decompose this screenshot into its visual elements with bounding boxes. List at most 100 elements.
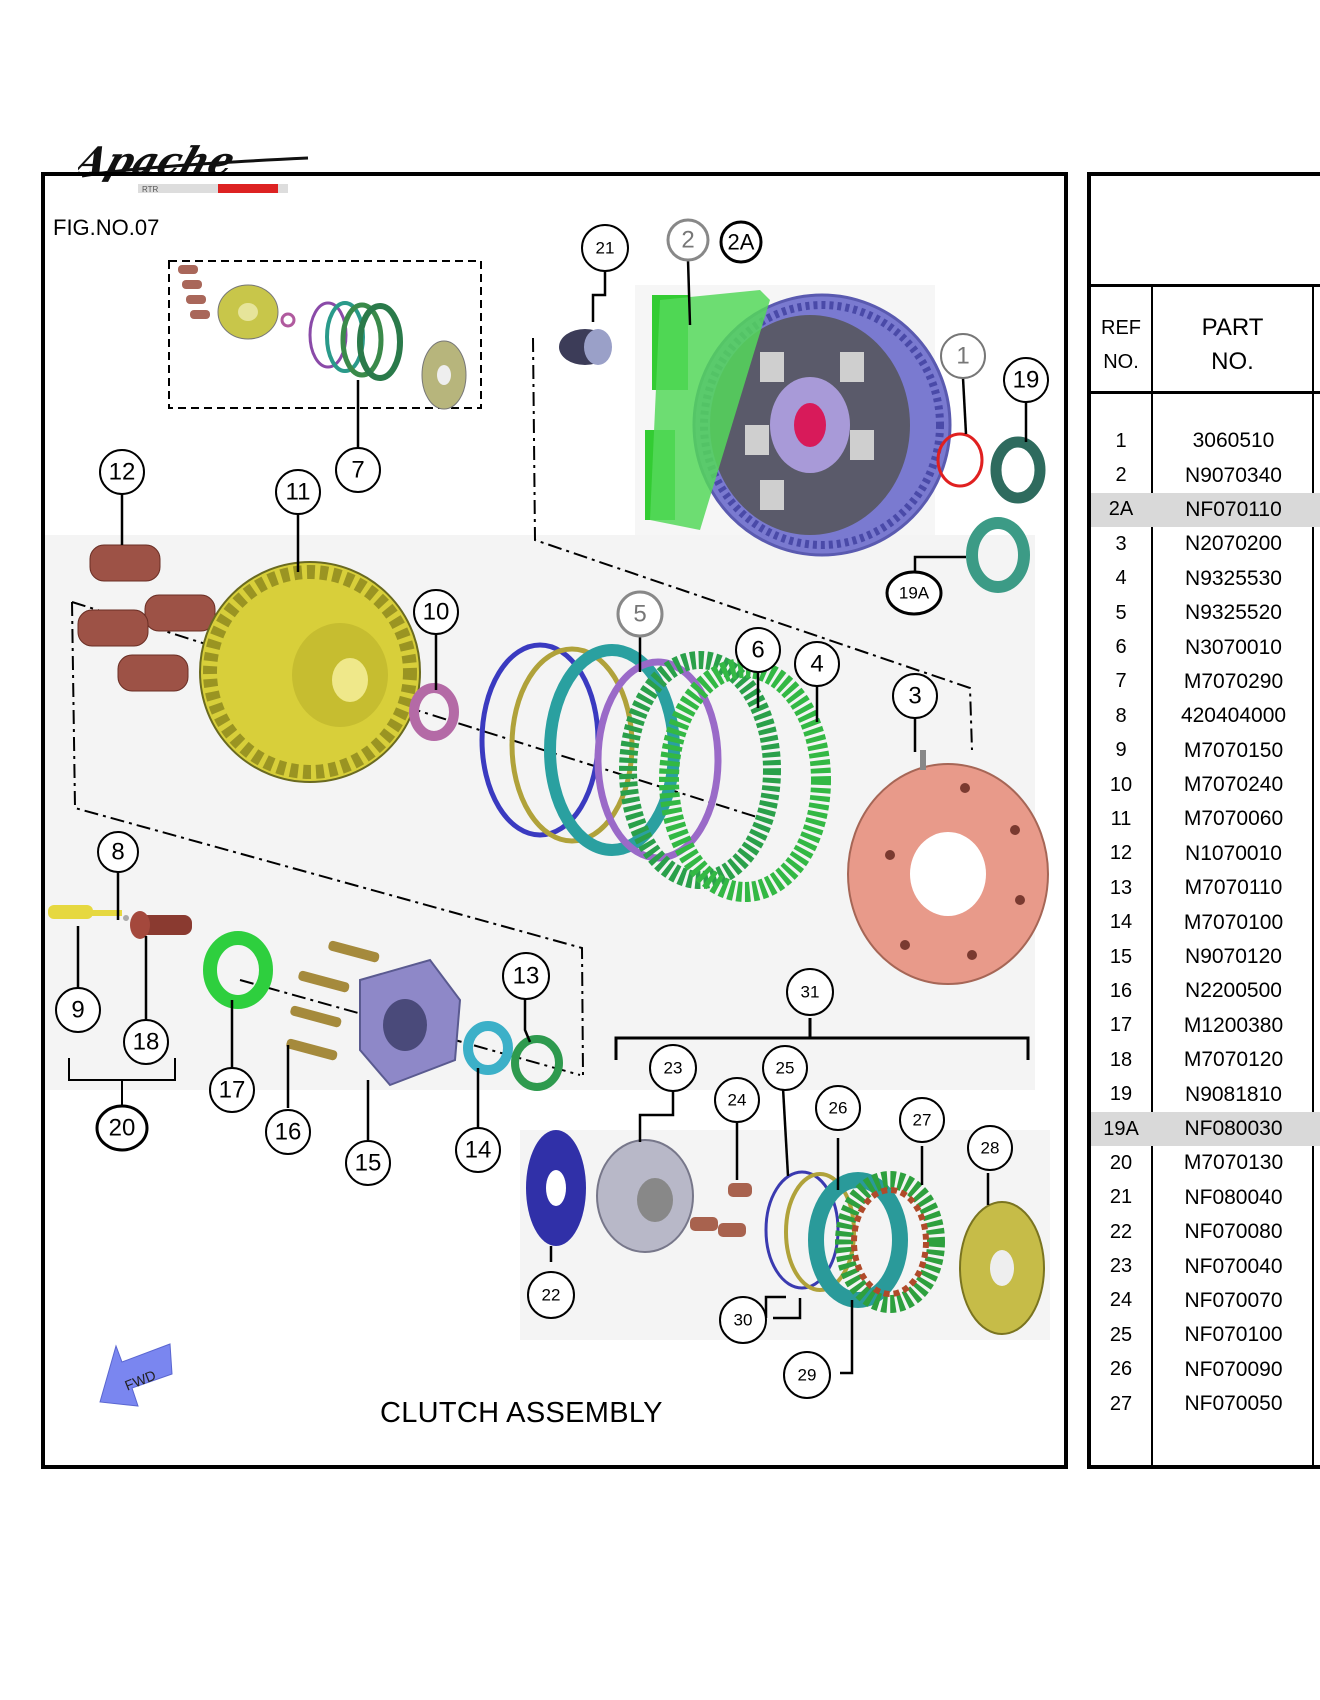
callout-13: 13 bbox=[513, 963, 540, 990]
callout-4: 4 bbox=[810, 651, 823, 678]
ref-no-cell: 18 bbox=[1109, 1048, 1133, 1071]
svg-text:Apache: Apache bbox=[78, 139, 241, 184]
part-no-cell: NF070070 bbox=[1184, 1288, 1283, 1312]
part-26-ring bbox=[784, 1172, 856, 1292]
part-no-cell: M7070100 bbox=[1183, 910, 1284, 934]
callout-20: 20 bbox=[109, 1115, 136, 1142]
part-no-cell: NF070100 bbox=[1184, 1323, 1283, 1347]
callout-12: 12 bbox=[109, 459, 136, 486]
part-no-cell: M7070130 bbox=[1183, 1151, 1284, 1175]
callout-28: 28 bbox=[981, 1139, 1000, 1158]
part-no-cell: NF070080 bbox=[1184, 1220, 1283, 1244]
table-row: 22 NF070080 bbox=[1091, 1215, 1320, 1249]
ref-no-cell: 9 bbox=[1115, 739, 1127, 762]
part-22-plate bbox=[526, 1130, 586, 1246]
part-no-cell: M7070120 bbox=[1183, 1048, 1284, 1072]
callout-18: 18 bbox=[133, 1029, 160, 1056]
callout-16: 16 bbox=[275, 1119, 302, 1146]
ref-no-cell: 20 bbox=[1109, 1151, 1133, 1174]
ref-no-cell: 2 bbox=[1115, 464, 1127, 487]
ref-no-cell: 6 bbox=[1115, 636, 1127, 659]
part-10-washer bbox=[409, 683, 459, 741]
table-row: 20 M7070130 bbox=[1091, 1146, 1320, 1180]
part-16-bolts bbox=[286, 940, 380, 1061]
table-row: 24 NF070070 bbox=[1091, 1284, 1320, 1318]
callout-17: 17 bbox=[219, 1077, 246, 1104]
part-11-pressure-plate bbox=[199, 561, 421, 783]
part-27-plate bbox=[835, 1171, 945, 1313]
callout-15: 15 bbox=[355, 1150, 382, 1177]
part-no-cell: 420404000 bbox=[1180, 704, 1287, 728]
ref-no-cell: 19A bbox=[1103, 1117, 1139, 1140]
ref-no-cell: 24 bbox=[1109, 1289, 1133, 1312]
ref-no-cell: 22 bbox=[1109, 1220, 1133, 1243]
ref-no-cell: 19 bbox=[1109, 1083, 1133, 1106]
table-row: 26 NF070090 bbox=[1091, 1353, 1320, 1387]
svg-text:RTR: RTR bbox=[142, 185, 159, 194]
part-no-cell: N3070010 bbox=[1185, 635, 1282, 659]
part-17-bearing bbox=[203, 931, 273, 1009]
part-21-bushing bbox=[559, 329, 612, 365]
part-13-washer bbox=[511, 1035, 563, 1091]
table-row: 18 M7070120 bbox=[1091, 1043, 1320, 1077]
part-28-plate bbox=[959, 1201, 1045, 1335]
part-12-springs bbox=[77, 544, 216, 692]
callout-24: 24 bbox=[728, 1091, 747, 1110]
callout-10: 10 bbox=[423, 599, 450, 626]
callout-19a: 19A bbox=[899, 584, 930, 603]
part-no-cell: N9325520 bbox=[1185, 601, 1282, 625]
ref-no-cell: 15 bbox=[1109, 945, 1133, 968]
part-no-cell: M1200380 bbox=[1183, 1013, 1284, 1037]
figure-frame bbox=[41, 172, 1068, 1469]
ref-no-cell: 26 bbox=[1109, 1358, 1133, 1381]
table-row: 2 N9070340 bbox=[1091, 458, 1320, 492]
callout-30: 30 bbox=[734, 1311, 753, 1330]
part-no-cell: N9070340 bbox=[1185, 463, 1282, 487]
part-no-cell: N2070200 bbox=[1185, 532, 1282, 556]
callout-25: 25 bbox=[776, 1059, 795, 1078]
callout-6: 6 bbox=[751, 637, 764, 664]
part-no-cell: M7070150 bbox=[1183, 738, 1284, 762]
part-no-cell: NF070090 bbox=[1184, 1357, 1283, 1381]
part-no-cell: N9081810 bbox=[1185, 1082, 1282, 1106]
part-29-plate bbox=[851, 1187, 929, 1297]
callout-21: 21 bbox=[596, 239, 615, 258]
ref-no-cell: 21 bbox=[1109, 1186, 1133, 1209]
part-no-cell: 3060510 bbox=[1192, 429, 1275, 453]
figure-caption: CLUTCH ASSEMBLY bbox=[380, 1397, 663, 1429]
callout-1: 1 bbox=[956, 343, 969, 370]
callout-9: 9 bbox=[71, 997, 84, 1024]
callout-14: 14 bbox=[465, 1137, 492, 1164]
apache-rtr-logo: Apache RTR bbox=[78, 139, 309, 194]
ref-no-cell: 10 bbox=[1109, 773, 1133, 796]
figure-number: FIG.NO.07 bbox=[53, 215, 160, 240]
part-24-springs bbox=[690, 1183, 752, 1237]
part-7-subassembly bbox=[178, 265, 467, 410]
part-1-o-ring bbox=[936, 432, 984, 488]
table-header bbox=[1091, 284, 1320, 394]
part-no-cell: M7070110 bbox=[1184, 876, 1283, 900]
part-no-cell: M7070290 bbox=[1183, 669, 1284, 693]
part-no-cell: N9070120 bbox=[1185, 945, 1282, 969]
callout-5: 5 bbox=[633, 601, 646, 628]
table-row: 9 M7070150 bbox=[1091, 734, 1320, 768]
ref-no-cell: 5 bbox=[1115, 601, 1127, 624]
part-no-cell: NF070040 bbox=[1184, 1254, 1283, 1278]
callout-29: 29 bbox=[798, 1366, 817, 1385]
part-no-cell: N1070010 bbox=[1185, 841, 1282, 865]
callout-22: 22 bbox=[542, 1286, 561, 1305]
